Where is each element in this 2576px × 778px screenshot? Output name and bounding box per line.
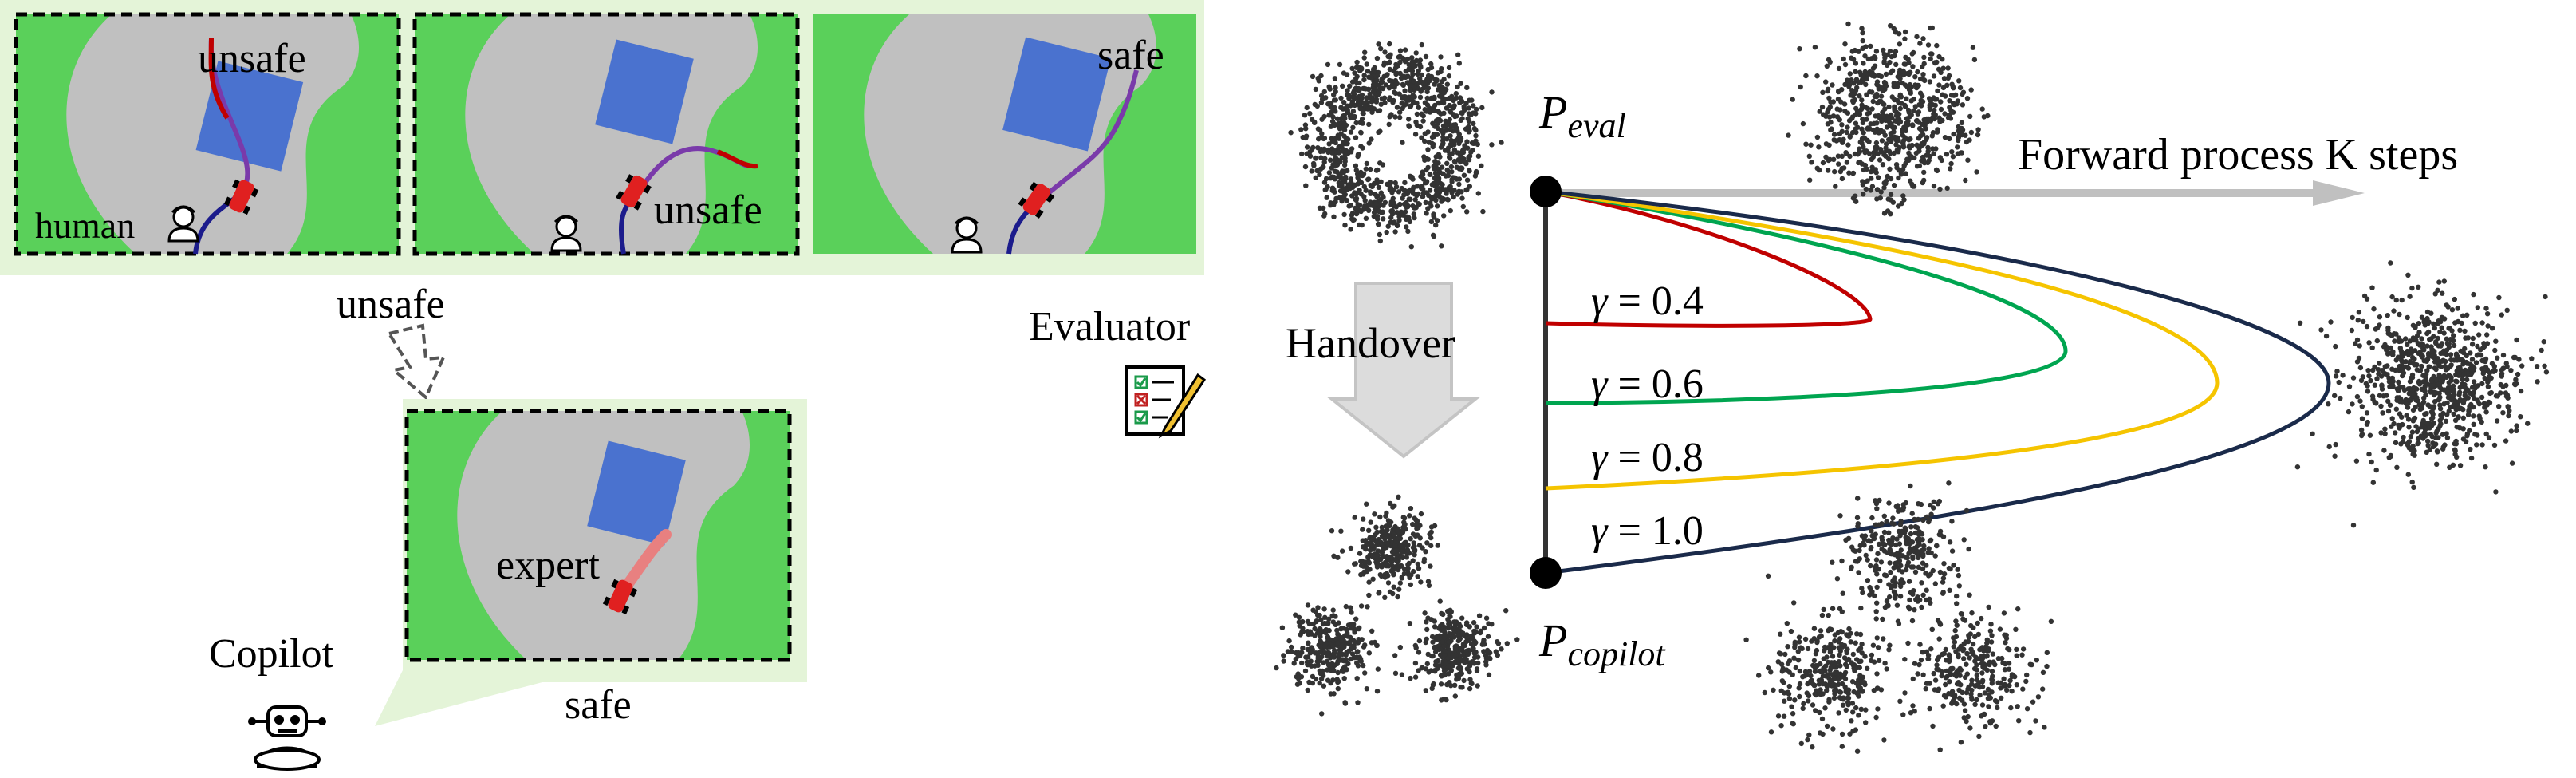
- diffusion-diagram: Forward process K steps Handover γ = 0.4…: [1274, 21, 2550, 754]
- scene-label: safe: [1097, 33, 1164, 78]
- gamma-curve-0-4: [1545, 189, 1873, 328]
- gaussian-noise-cloud: [2294, 260, 2550, 528]
- handover-dashed-arrow: [386, 323, 447, 401]
- row-verdict-label: unsafe: [337, 282, 445, 327]
- p-copilot-node: [1530, 557, 1562, 589]
- obstacle: [1002, 37, 1111, 152]
- car-icon: [223, 179, 259, 215]
- scene-label: unsafe: [654, 188, 762, 233]
- obstacle: [195, 61, 304, 172]
- gamma-label: γ = 0.8: [1591, 435, 1704, 480]
- checklist-icon: [1125, 365, 1207, 439]
- noisy-three-cluster-cloud: [1743, 480, 2054, 754]
- gamma-label: γ = 1.0: [1591, 508, 1704, 554]
- gamma-curve-1-0: [1545, 189, 2331, 575]
- copilot-verdict-label: safe: [565, 682, 632, 728]
- obstacle: [595, 39, 694, 144]
- scene-human: unsafe human: [14, 12, 401, 256]
- scene-copilot: expert: [404, 409, 792, 662]
- human-driver-icon: [167, 205, 199, 243]
- forward-process-label: Forward process K steps: [2018, 130, 2458, 180]
- copilot-label: Copilot: [209, 631, 334, 677]
- noisy-ring-point-cloud: [1786, 21, 1991, 217]
- scene-label: unsafe: [198, 36, 306, 81]
- car-icon: [616, 174, 652, 211]
- gamma-label: γ = 0.6: [1591, 361, 1704, 407]
- p-copilot-label: Pcopilot: [1538, 614, 1666, 673]
- three-cluster-point-cloud: [1274, 494, 1520, 717]
- scene-predicted-safe: safe: [813, 14, 1196, 255]
- p-eval-node: [1530, 176, 1562, 207]
- gamma-curve-0-6: [1545, 189, 2068, 405]
- scene-label: expert: [496, 543, 600, 588]
- robot-icon: [246, 705, 328, 771]
- handover-label: Handover: [1286, 319, 1455, 367]
- operator-label: human: [35, 205, 135, 246]
- evaluator-label: Evaluator: [1029, 304, 1190, 350]
- car-icon: [1018, 181, 1055, 219]
- obstacle: [587, 440, 686, 546]
- gamma-label: γ = 0.4: [1591, 278, 1704, 324]
- human-driver-icon: [550, 215, 582, 252]
- point-clouds: [1274, 21, 2550, 754]
- gamma-curve-0-8: [1545, 189, 2220, 491]
- p-eval-label: Peval: [1538, 86, 1626, 145]
- copilot-scene-group: expert safe: [375, 399, 807, 728]
- human-driver-icon: [951, 216, 983, 254]
- car-icon: [602, 579, 638, 615]
- ring-point-cloud: [1288, 41, 1504, 250]
- forward-arrow-head: [2313, 180, 2365, 206]
- scene-row: unsafe human unsafe: [0, 0, 1204, 275]
- scene-predicted-unsafe: unsafe: [412, 12, 800, 256]
- handover-arrow: [1327, 282, 1480, 459]
